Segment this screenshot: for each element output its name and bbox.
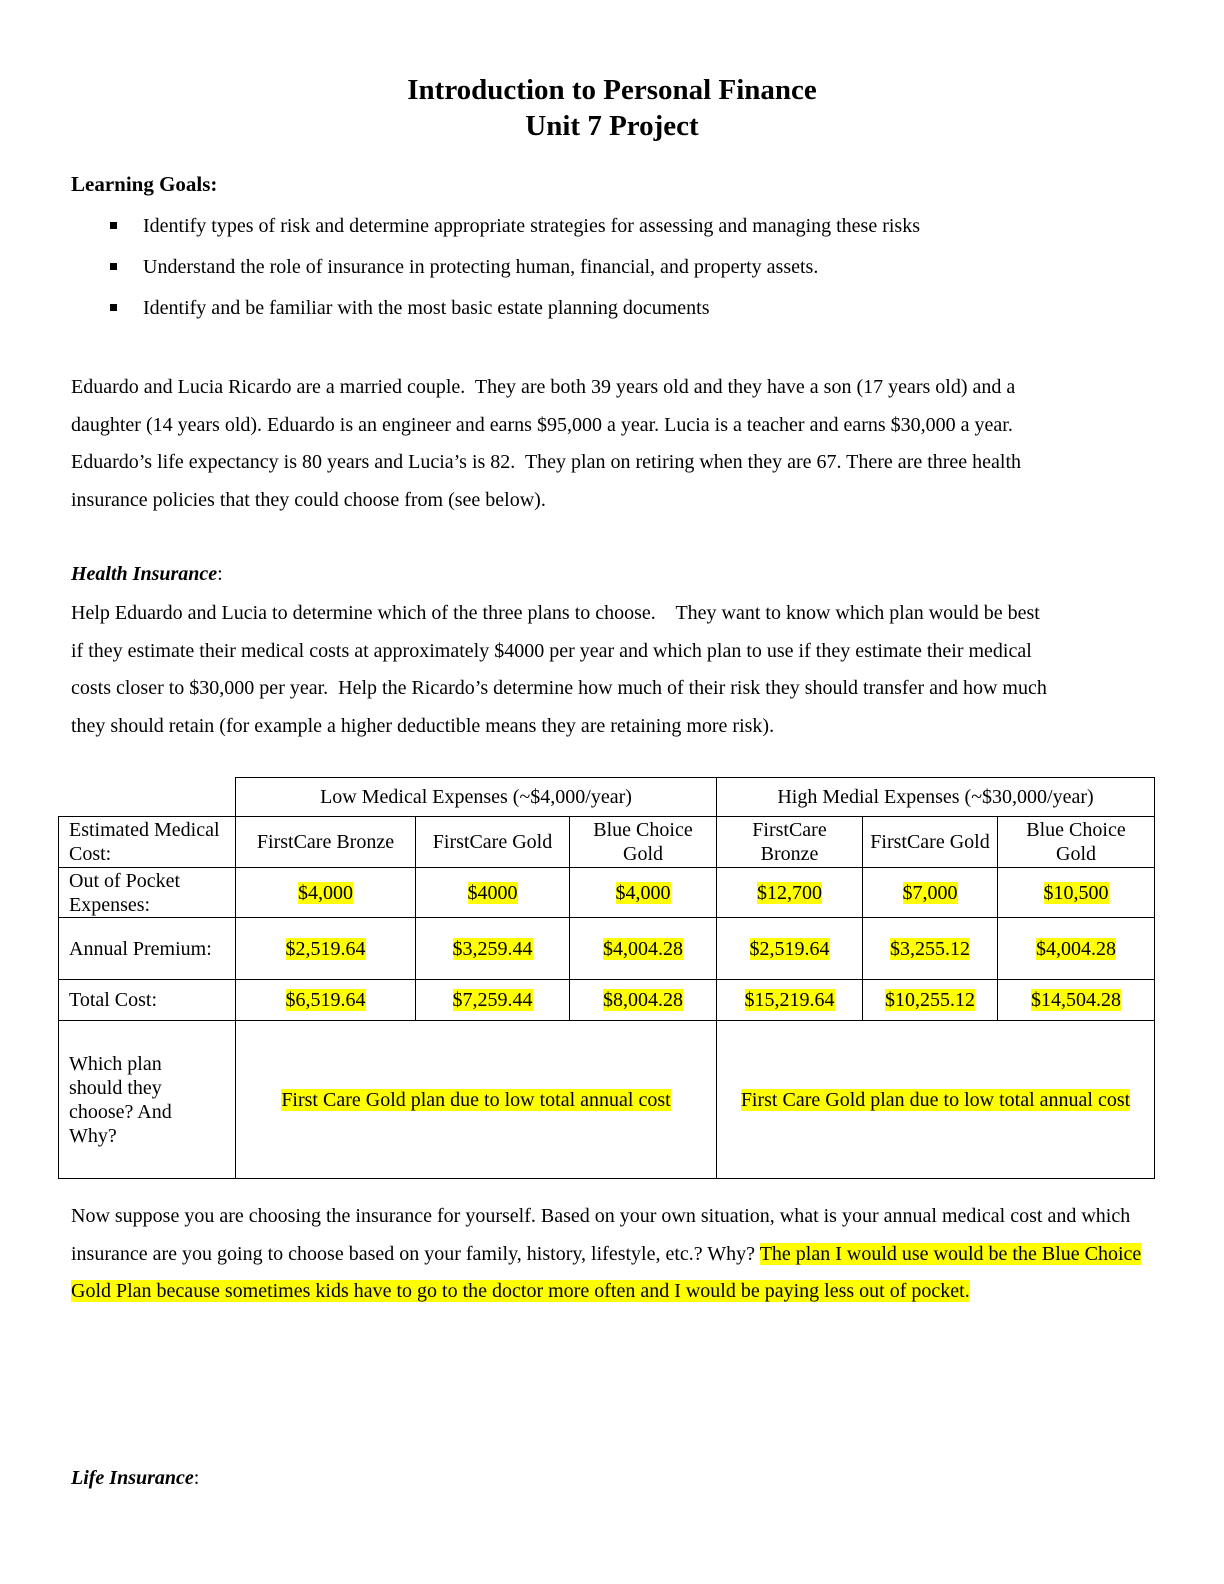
group-header-low: Low Medical Expenses (~$4,000/year)	[235, 777, 717, 817]
value: $14,504.28	[1031, 989, 1121, 1011]
value: $2,519.64	[749, 937, 830, 960]
cell: $10,500	[997, 867, 1155, 918]
health-insurance-heading: Health Insurance:	[71, 563, 223, 586]
cell: $7,000	[862, 867, 998, 918]
value: First Care Gold plan due to low total an…	[281, 1088, 671, 1111]
value: $10,500	[1043, 881, 1109, 904]
value: $10,255.12	[885, 989, 975, 1011]
cell: $2,519.64	[235, 917, 416, 980]
text-line: Eduardo’s life expectancy is 80 years an…	[71, 451, 1022, 474]
value: $4,004.28	[603, 937, 683, 960]
goal-item: Identify types of risk and determine app…	[108, 210, 920, 251]
cell: $3,259.44	[415, 917, 570, 980]
title-line-2: Unit 7 Project	[525, 110, 699, 142]
plan-header: Blue Choice Gold	[569, 816, 717, 868]
learning-goals-heading: Learning Goals:	[71, 172, 218, 196]
text-line: costs closer to $30,000 per year. Help t…	[71, 677, 1047, 700]
bullet-icon	[110, 304, 117, 311]
cell: $10,255.12	[862, 979, 998, 1021]
text-line: insurance policies that they could choos…	[71, 488, 546, 511]
title-line-1: Introduction to Personal Finance	[407, 74, 817, 106]
plan-header: Blue Choice Gold	[997, 816, 1155, 868]
plan-header: FirstCare Gold	[862, 816, 998, 868]
row-label: Total Cost:	[58, 979, 236, 1021]
intro-paragraph: Eduardo and Lucia Ricardo are a married …	[71, 369, 1161, 519]
value: $7,000	[902, 881, 958, 904]
row-label: Out of Pocket Expenses:	[58, 867, 236, 918]
cell: $7,259.44	[415, 979, 570, 1021]
group-header-high: High Medial Expenses (~$30,000/year)	[716, 777, 1155, 817]
own-choice-paragraph: Now suppose you are choosing the insuran…	[71, 1198, 1146, 1311]
value: $3,259.44	[452, 937, 533, 960]
cell: $4,000	[569, 867, 717, 918]
value: $8,004.28	[603, 989, 683, 1011]
goal-text: Identify types of risk and determine app…	[143, 215, 921, 237]
health-plan-table: Low Medical Expenses (~$4,000/year) High…	[58, 777, 1155, 1179]
bullet-icon	[110, 263, 117, 270]
cell: $4,004.28	[569, 917, 717, 980]
cell: $4,000	[235, 867, 416, 918]
text-line: Help Eduardo and Lucia to determine whic…	[71, 602, 1040, 624]
cell: $6,519.64	[235, 979, 416, 1021]
choice-cell-high: First Care Gold plan due to low total an…	[716, 1020, 1155, 1179]
value: $12,700	[757, 881, 822, 904]
goal-text: Identify and be familiar with the most b…	[143, 297, 710, 319]
text-line: if they estimate their medical costs at …	[71, 639, 1032, 662]
value: $7,259.44	[452, 989, 533, 1011]
value: $15,219.64	[744, 989, 835, 1011]
value: First Care Gold plan due to low total an…	[740, 1088, 1131, 1111]
colon: :	[217, 563, 223, 585]
heading-text: Health Insurance	[71, 563, 218, 585]
text-line: they should retain (for example a higher…	[71, 714, 775, 737]
value: $4,004.28	[1036, 937, 1116, 960]
value: $4,000	[298, 881, 353, 904]
cell: $8,004.28	[569, 979, 717, 1021]
value: $4,000	[615, 881, 671, 904]
cell: $4,004.28	[997, 917, 1155, 980]
blank-cell	[58, 777, 236, 817]
colon: :	[193, 1467, 200, 1489]
row-label: Annual Premium:	[58, 917, 236, 980]
goal-item: Understand the role of insurance in prot…	[108, 251, 920, 292]
row-label: Estimated Medical Cost:	[58, 816, 236, 868]
cell: $3,255.12	[862, 917, 998, 980]
life-insurance-heading: Life Insurance:	[71, 1467, 199, 1490]
text-line: daughter (14 years old). Eduardo is an e…	[71, 413, 1013, 436]
text-line: Eduardo and Lucia Ricardo are a married …	[71, 376, 1016, 398]
plan-header: FirstCare Gold	[415, 816, 570, 868]
value: $6,519.64	[285, 989, 366, 1011]
row-label: Which plan should they choose? And Why?	[58, 1020, 236, 1179]
value: $4000	[467, 881, 518, 904]
health-paragraph: Help Eduardo and Lucia to determine whic…	[71, 595, 1161, 745]
cell: $12,700	[716, 867, 863, 918]
learning-goals-list: Identify types of risk and determine app…	[108, 210, 920, 333]
heading-text: Life Insurance	[71, 1467, 194, 1489]
value: $3,255.12	[890, 937, 970, 960]
plan-header: FirstCare Bronze	[235, 816, 416, 868]
goal-item: Identify and be familiar with the most b…	[108, 292, 920, 333]
choice-cell-low: First Care Gold plan due to low total an…	[235, 1020, 717, 1179]
question-text: Now suppose you are choosing the insuran…	[71, 1205, 1131, 1265]
goal-text: Understand the role of insurance in prot…	[143, 256, 819, 278]
cell: $4000	[415, 867, 570, 918]
bullet-icon	[110, 222, 117, 229]
cell: $14,504.28	[997, 979, 1155, 1021]
value: $2,519.64	[285, 937, 366, 960]
cell: $2,519.64	[716, 917, 863, 980]
cell: $15,219.64	[716, 979, 863, 1021]
plan-header: FirstCare Bronze	[716, 816, 863, 868]
